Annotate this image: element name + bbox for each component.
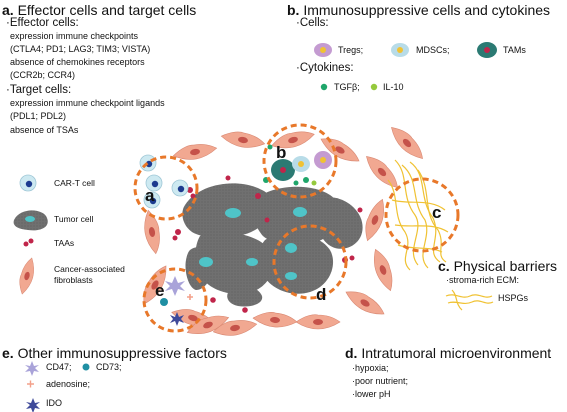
e-item-cd73: CD73; [96, 362, 122, 372]
legend-caf-2: fibroblasts [54, 275, 93, 285]
target-line-2: (PDL1; PDL2) [10, 111, 67, 121]
ecm-line: ·stroma-rich ECM: [446, 275, 520, 285]
d-line-ph: ·lower pH [352, 389, 391, 399]
ecm-hspg-fibers [387, 159, 449, 271]
legend-taas: TAAs [54, 238, 75, 248]
cells-heading: ·Cells: [296, 17, 329, 29]
b-legend-icons [314, 42, 497, 91]
cytokines-heading: ·Cytokines: [296, 62, 354, 74]
tumor-nuclei [199, 207, 307, 280]
effector-line-2: (CTLA4; PD1; LAG3; TIM3; VISTA) [10, 44, 151, 54]
panel-e-title: e. Other immunosuppressive factors [2, 345, 227, 361]
cell-tams: TAMs [503, 45, 526, 55]
circle-label-e: e [155, 281, 165, 300]
panel-d-title: d. Intratumoral microenvironment [345, 345, 552, 361]
target-line-3: absence of TSAs [10, 125, 79, 135]
effector-line-1: expression immune checkpoints [10, 31, 139, 41]
effector-line-4: (CCR2b; CCR4) [10, 70, 76, 80]
tumor-mass [182, 183, 363, 307]
taa-dots [172, 175, 363, 313]
circle-label-a: a [145, 186, 155, 205]
d-line-nutrient: ·poor nutrient; [352, 376, 409, 386]
e-legend-icons [25, 361, 90, 412]
hspg-label: HSPGs [498, 293, 529, 303]
panel-a-title: a. Effector cells and target cells [2, 2, 197, 18]
circle-label-b: b [276, 143, 287, 162]
e-item-ido: IDO [46, 398, 63, 408]
cell-tregs: Tregs; [338, 45, 364, 55]
e-items [160, 276, 193, 326]
cell-mdscs: MDSCs; [416, 45, 450, 55]
effector-heading: ·Effector cells: [6, 17, 79, 29]
d-line-hypoxia: ·hypoxia; [352, 363, 389, 373]
e-item-cd47: CD47; [46, 362, 72, 372]
circle-label-c: c [432, 203, 442, 222]
legend-icons [13, 174, 48, 297]
dashed-circles [133, 123, 460, 333]
legend-caf-1: Cancer-associated [54, 264, 125, 274]
hspg-icon [445, 289, 494, 311]
e-item-adenosine: adenosine; [46, 379, 91, 389]
circle-label-d: d [316, 285, 327, 304]
legend-car-t: CAR-T cell [54, 178, 95, 188]
cytokine-tgfb: TGFβ; [334, 82, 360, 92]
effector-line-3: absence of chemokines receptors [10, 57, 145, 67]
legend-tumor: Tumor cell [54, 214, 94, 224]
target-line-1: expression immune checkpoint ligands [10, 98, 165, 108]
cytokine-il10: IL-10 [383, 82, 404, 92]
b-cells [263, 144, 332, 186]
panel-c-title: c. Physical barriers [438, 258, 558, 274]
target-heading: ·Target cells: [6, 84, 72, 96]
panel-b-title: b. Immunosuppressive cells and cytokines [287, 2, 551, 18]
